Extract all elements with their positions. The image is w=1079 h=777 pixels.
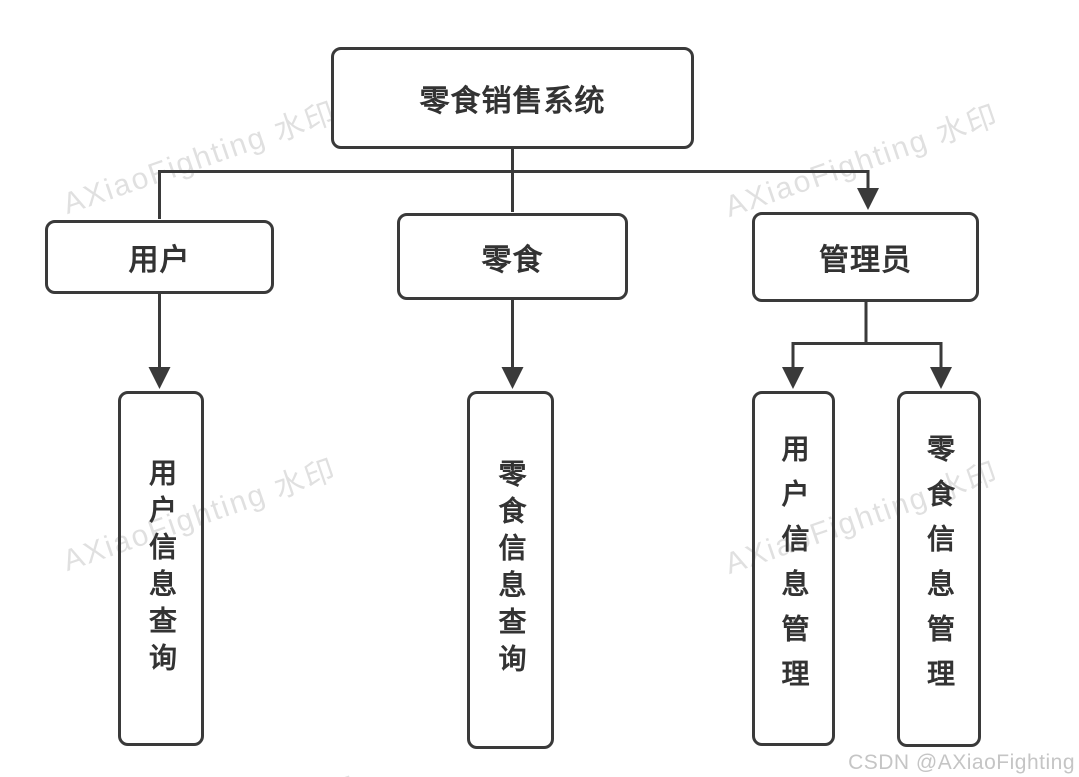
node-admin-label: 管理员 — [819, 244, 912, 277]
csdn-credit: CSDN @AXiaoFighting — [848, 751, 1075, 774]
node-user-info-query-label: 用户信息查询 — [146, 457, 177, 680]
arrowhead-snack-query — [501, 367, 524, 389]
node-user-info-manage: 用户信息管理 — [752, 391, 835, 746]
node-root-system: 零食销售系统 — [331, 47, 694, 149]
arrowhead-snack-manage — [930, 367, 952, 389]
node-snack-info-manage-label: 零食信息管理 — [924, 434, 955, 704]
node-snack-label: 零食 — [481, 243, 544, 277]
node-user: 用户 — [45, 220, 274, 294]
arrowhead-admin — [857, 188, 879, 210]
node-snack-info-manage: 零食信息管理 — [897, 391, 981, 747]
node-snack: 零食 — [397, 213, 628, 300]
node-user-info-manage-label: 用户信息管理 — [778, 433, 810, 704]
node-user-info-query: 用户信息查询 — [118, 391, 204, 746]
arrowhead-user-manage — [782, 367, 804, 389]
node-admin: 管理员 — [752, 212, 979, 302]
node-snack-info-query: 零食信息查询 — [467, 391, 554, 749]
arrowhead-user-query — [148, 367, 171, 389]
node-root-label: 零食销售系统 — [419, 85, 606, 118]
node-user-label: 用户 — [128, 244, 191, 277]
node-snack-info-query-label: 零食信息查询 — [495, 459, 527, 681]
